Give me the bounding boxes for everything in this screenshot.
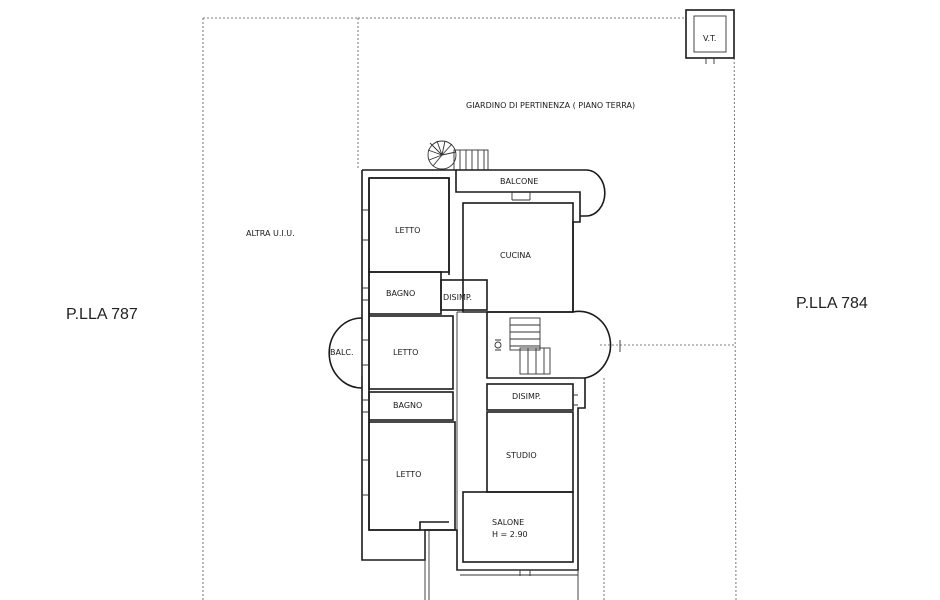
property-boundaries xyxy=(202,9,737,600)
parcel-left-label: P.LLA 787 xyxy=(66,306,138,323)
interior-rooms xyxy=(368,177,574,563)
spiral-staircase xyxy=(427,140,489,171)
balcone-label: BALCONE xyxy=(500,177,538,186)
vt-label: V.T. xyxy=(703,34,716,43)
bagno-2-label: BAGNO xyxy=(393,401,422,410)
disimp-1-label: DISIMP. xyxy=(443,293,472,302)
studio-label: STUDIO xyxy=(506,451,537,460)
balc-left xyxy=(328,317,363,389)
openings xyxy=(362,209,578,576)
salone-label: SALONE xyxy=(492,518,524,527)
letto-1-label: LETTO xyxy=(395,226,420,235)
other-unit-label: ALTRA U.I.U. xyxy=(246,229,295,238)
balc-label: BALC. xyxy=(330,348,354,357)
lower-yard xyxy=(424,530,579,600)
balcone xyxy=(456,169,606,217)
parcel-right-label: P.LLA 784 xyxy=(796,295,868,312)
bagno-1-label: BAGNO xyxy=(386,289,415,298)
disimp-2-label: DISIMP. xyxy=(512,392,541,401)
vt-box xyxy=(685,9,735,64)
stair-room xyxy=(486,310,612,379)
letto-3-label: LETTO xyxy=(396,470,421,479)
salone-height-label: H = 2.90 xyxy=(492,530,528,539)
garden-label: GIARDINO DI PERTINENZA ( PIANO TERRA) xyxy=(466,101,635,110)
letto-2-label: LETTO xyxy=(393,348,418,357)
cucina-label: CUCINA xyxy=(500,251,531,260)
